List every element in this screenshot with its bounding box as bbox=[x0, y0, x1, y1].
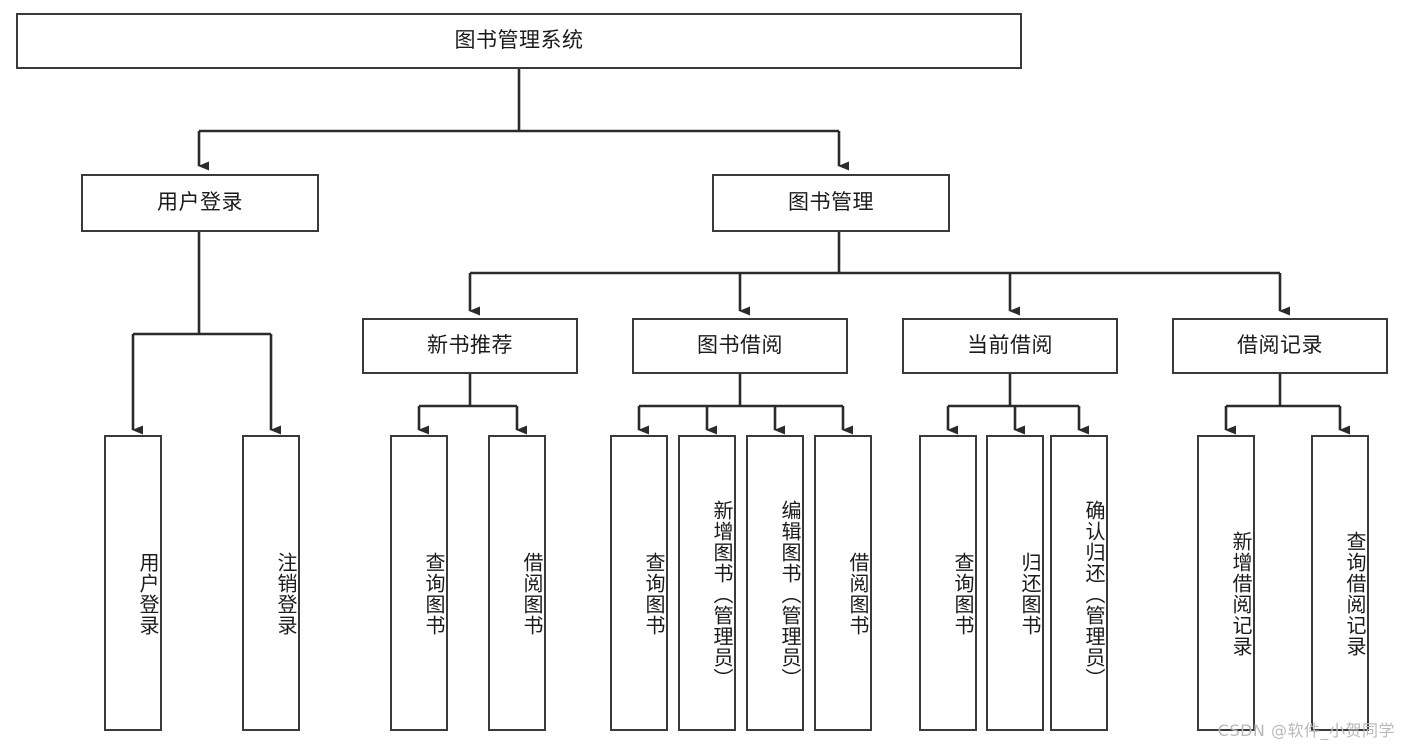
node-label: 当前借阅 bbox=[967, 333, 1053, 358]
leaf-query-book-borrow[interactable]: 查询图书 bbox=[610, 435, 668, 731]
node-label: 编辑图书（管理员） bbox=[778, 499, 802, 689]
node-label: 用户登录 bbox=[136, 552, 160, 636]
node-label: 确认归还（管理员） bbox=[1082, 499, 1106, 689]
leaf-query-book-current[interactable]: 查询图书 bbox=[919, 435, 977, 731]
node-label: 查询图书 bbox=[642, 552, 666, 636]
leaf-add-borrow-record[interactable]: 新增借阅记录 bbox=[1197, 435, 1255, 731]
leaf-logout-login[interactable]: 注销登录 bbox=[242, 435, 300, 731]
node-book-borrow[interactable]: 图书借阅 bbox=[632, 318, 848, 374]
node-label: 归还图书 bbox=[1018, 552, 1042, 636]
leaf-return-book[interactable]: 归还图书 bbox=[986, 435, 1044, 731]
node-label: 查询图书 bbox=[951, 552, 975, 636]
leaf-edit-book-admin[interactable]: 编辑图书（管理员） bbox=[746, 435, 804, 731]
node-label: 新增借阅记录 bbox=[1229, 531, 1253, 657]
node-borrow-record[interactable]: 借阅记录 bbox=[1172, 318, 1388, 374]
node-label: 借阅记录 bbox=[1237, 333, 1323, 358]
node-label: 新书推荐 bbox=[427, 333, 513, 358]
node-root-book-management-system[interactable]: 图书管理系统 bbox=[16, 13, 1022, 69]
node-label: 图书借阅 bbox=[697, 333, 783, 358]
node-label: 注销登录 bbox=[274, 552, 298, 636]
leaf-query-borrow-record[interactable]: 查询借阅记录 bbox=[1311, 435, 1369, 731]
node-user-login[interactable]: 用户登录 bbox=[81, 174, 319, 232]
node-new-book-recommend[interactable]: 新书推荐 bbox=[362, 318, 578, 374]
node-label: 图书管理系统 bbox=[454, 28, 584, 53]
node-label: 借阅图书 bbox=[846, 552, 870, 636]
leaf-borrow-book-recommend[interactable]: 借阅图书 bbox=[488, 435, 546, 731]
node-label: 图书管理 bbox=[788, 190, 874, 215]
node-label: 借阅图书 bbox=[520, 552, 544, 636]
node-label: 新增图书（管理员） bbox=[710, 499, 734, 689]
leaf-user-login[interactable]: 用户登录 bbox=[104, 435, 162, 731]
leaf-query-book-recommend[interactable]: 查询图书 bbox=[390, 435, 448, 731]
node-label: 查询图书 bbox=[422, 552, 446, 636]
node-current-borrow[interactable]: 当前借阅 bbox=[902, 318, 1118, 374]
leaf-confirm-return-admin[interactable]: 确认归还（管理员） bbox=[1050, 435, 1108, 731]
node-label: 用户登录 bbox=[157, 190, 243, 215]
node-label: 查询借阅记录 bbox=[1343, 531, 1367, 657]
leaf-add-book-admin[interactable]: 新增图书（管理员） bbox=[678, 435, 736, 731]
watermark-csdn: CSDN @软件_小贺同学 bbox=[1217, 721, 1395, 740]
leaf-borrow-book-borrow[interactable]: 借阅图书 bbox=[814, 435, 872, 731]
node-book-management[interactable]: 图书管理 bbox=[712, 174, 950, 232]
